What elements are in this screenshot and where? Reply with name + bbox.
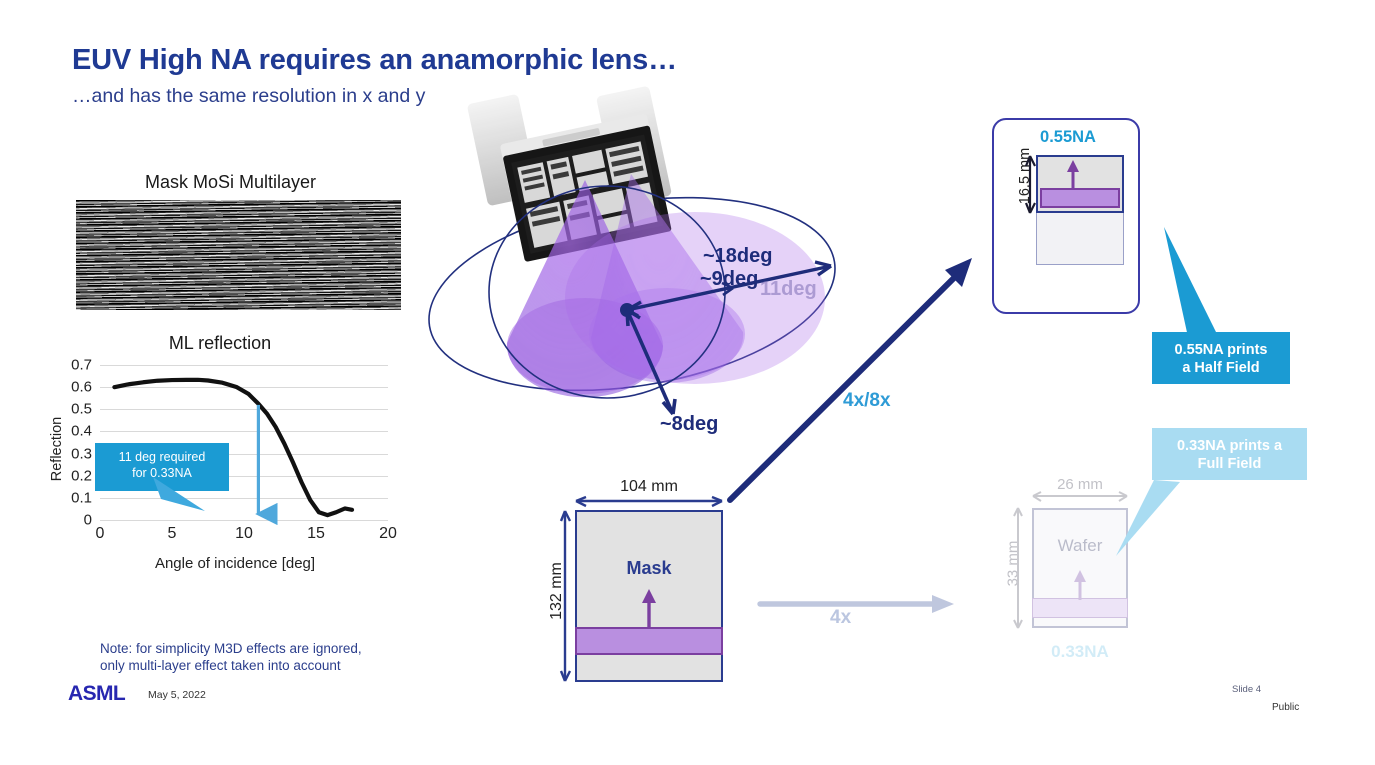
wafer-na-label: 0.33NA (1051, 642, 1109, 661)
demag-arrow-high-na (727, 258, 972, 503)
arrow-8deg (625, 308, 677, 416)
na55-title: 0.55NA (1040, 128, 1096, 146)
bubble-half-line2: a Half Field (1182, 360, 1260, 376)
chart-title: ML reflection (168, 333, 272, 353)
arrow-9deg (721, 281, 734, 297)
wafer-scan-arrow (1074, 570, 1086, 600)
x-tick: 20 (379, 525, 397, 542)
na55-annotations (1024, 155, 1079, 214)
callout-line-2: for 0.33NA (132, 466, 192, 480)
bubble-half-line1: 0.55NA prints (1174, 342, 1268, 358)
x-tick: 5 (167, 525, 177, 542)
full-field-bubble-tail (1116, 480, 1180, 556)
ml-reflection-chart: ML reflection Reflection Angle of incide… (30, 333, 410, 578)
callout-line-1: 11 deg required (118, 450, 206, 464)
footnote-line-2: only multi-layer effect taken into accou… (100, 658, 341, 673)
footnote-line-1: Note: for simplicity M3D effects are ign… (100, 641, 362, 656)
mask-label: Mask (626, 558, 672, 578)
full-field-bubble: 0.33NA prints a Full Field (1152, 428, 1307, 480)
wafer-diagram: Wafer 26 mm 33 mm 0.33NA (960, 470, 1190, 690)
slide-number: Slide 4 (1232, 684, 1262, 695)
half-field-bubble: 0.55NA prints a Half Field (1152, 332, 1290, 384)
classification-label: Public (1272, 702, 1300, 713)
mask-diagram: Mask 104 mm 132 mm (545, 470, 785, 710)
y-tick: 0.3 (71, 445, 92, 463)
wafer-width-label: 26 mm (1057, 476, 1103, 493)
y-tick: 0.6 (71, 378, 92, 396)
half-field-bubble-tail (1164, 227, 1216, 337)
mask-width-label: 104 mm (620, 478, 678, 495)
bubble-full-line2: Full Field (1197, 456, 1262, 472)
euv-optics-illustration (395, 86, 875, 458)
wafer-height-dimension (1013, 507, 1023, 629)
demag-label-4x-8x: 4x/8x (843, 390, 891, 411)
mask-scan-arrow (642, 589, 656, 628)
wafer-outline (1032, 508, 1128, 628)
slide-date: May 5, 2022 (148, 689, 206, 701)
chart-x-axis-label: Angle of incidence [deg] (154, 555, 316, 572)
page-title: EUV High NA requires an anamorphic lens… (72, 44, 677, 76)
angle-label-11deg-faded: 11deg (760, 278, 817, 300)
chart-annotation-callout: 11 deg required for 0.33NA (95, 443, 229, 511)
wafer-width-dimension (1032, 491, 1128, 502)
x-tick: 15 (307, 525, 325, 542)
y-tick: 0.4 (71, 422, 92, 440)
mask-mosi-multilayer-tem-image (76, 200, 401, 310)
bubble-full-line1: 0.33NA prints a (1176, 438, 1283, 454)
chart-plot-area (100, 365, 388, 526)
y-tick: 0.1 (71, 489, 92, 507)
y-tick: 0.7 (71, 356, 92, 374)
na55-exposure-band (1040, 188, 1120, 208)
mask-width-dimension (575, 495, 723, 508)
cone-spread-ellipse (565, 212, 825, 384)
x-tick: 10 (235, 525, 253, 542)
wafer-exposure-band (1032, 598, 1128, 618)
angle-label-18deg: ~18deg (703, 245, 773, 267)
angle-label-8deg: ~8deg (660, 413, 719, 435)
page-subtitle: …and has the same resolution in x and y (72, 85, 426, 107)
pupil-circle (488, 185, 726, 399)
mask-exposure-band (575, 627, 723, 655)
mask-height-dimension (559, 510, 572, 682)
y-tick: 0 (83, 511, 92, 529)
y-tick: 0.2 (71, 467, 92, 485)
na55-scan-arrow (1067, 160, 1079, 190)
x-tick: 0 (95, 525, 105, 542)
footnote: Note: for simplicity M3D effects are ign… (100, 640, 362, 674)
multilayer-caption: Mask MoSi Multilayer (145, 172, 317, 192)
reflection-curve (112, 377, 355, 526)
y-tick: 0.5 (71, 400, 92, 418)
angle-label-9deg: ~9deg (700, 268, 759, 290)
wafer-label: Wafer (1057, 536, 1103, 555)
demag-label-4x: 4x (830, 607, 852, 628)
demag-arrow-low-na (757, 595, 954, 613)
asml-logo: ASML (68, 682, 126, 705)
